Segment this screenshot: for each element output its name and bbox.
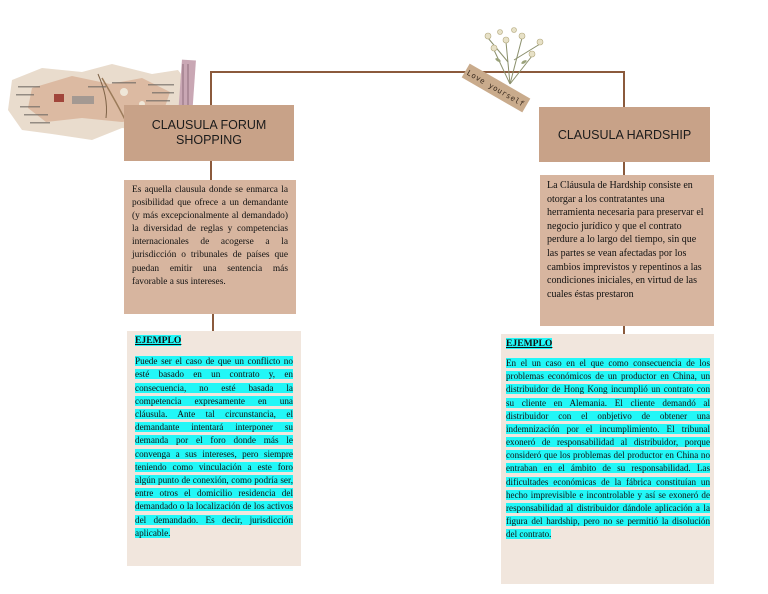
connector-right-title-desc [623,162,625,176]
forum-shopping-example-box: EJEMPLO Puede ser el caso de que un conf… [127,331,301,566]
connector-left-vertical [210,71,212,107]
forum-shopping-example-label: EJEMPLO [135,335,182,346]
connector-right-vertical [623,71,625,107]
hardship-title-box: CLAUSULA HARDSHIP [539,107,710,162]
connector-left-title-desc [210,160,212,182]
dried-flower-icon [470,22,554,86]
hardship-example-text: En el un caso en el que como consecuenci… [506,358,710,540]
forum-shopping-title-box: CLAUSULA FORUM SHOPPING [124,105,294,161]
connector-left-desc-example [212,314,214,332]
hardship-description: La Cláusula de Hardship consiste en otor… [540,175,714,326]
hardship-example-label: EJEMPLO [506,338,553,349]
connector-right-desc-example [623,326,625,336]
hardship-description-text: La Cláusula de Hardship consiste en otor… [547,180,704,300]
hardship-example-box: EJEMPLO En el un caso en el que como con… [501,334,714,584]
forum-shopping-description: Es aquella clausula donde se enmarca la … [124,180,296,314]
hardship-title: CLAUSULA HARDSHIP [557,127,692,142]
forum-shopping-title: CLAUSULA FORUM SHOPPING [151,118,267,147]
forum-shopping-example-text: Puede ser el caso de que un conflicto no… [135,356,293,538]
forum-shopping-description-text: Es aquella clausula donde se enmarca la … [132,185,288,287]
connector-top-horizontal [210,71,625,73]
